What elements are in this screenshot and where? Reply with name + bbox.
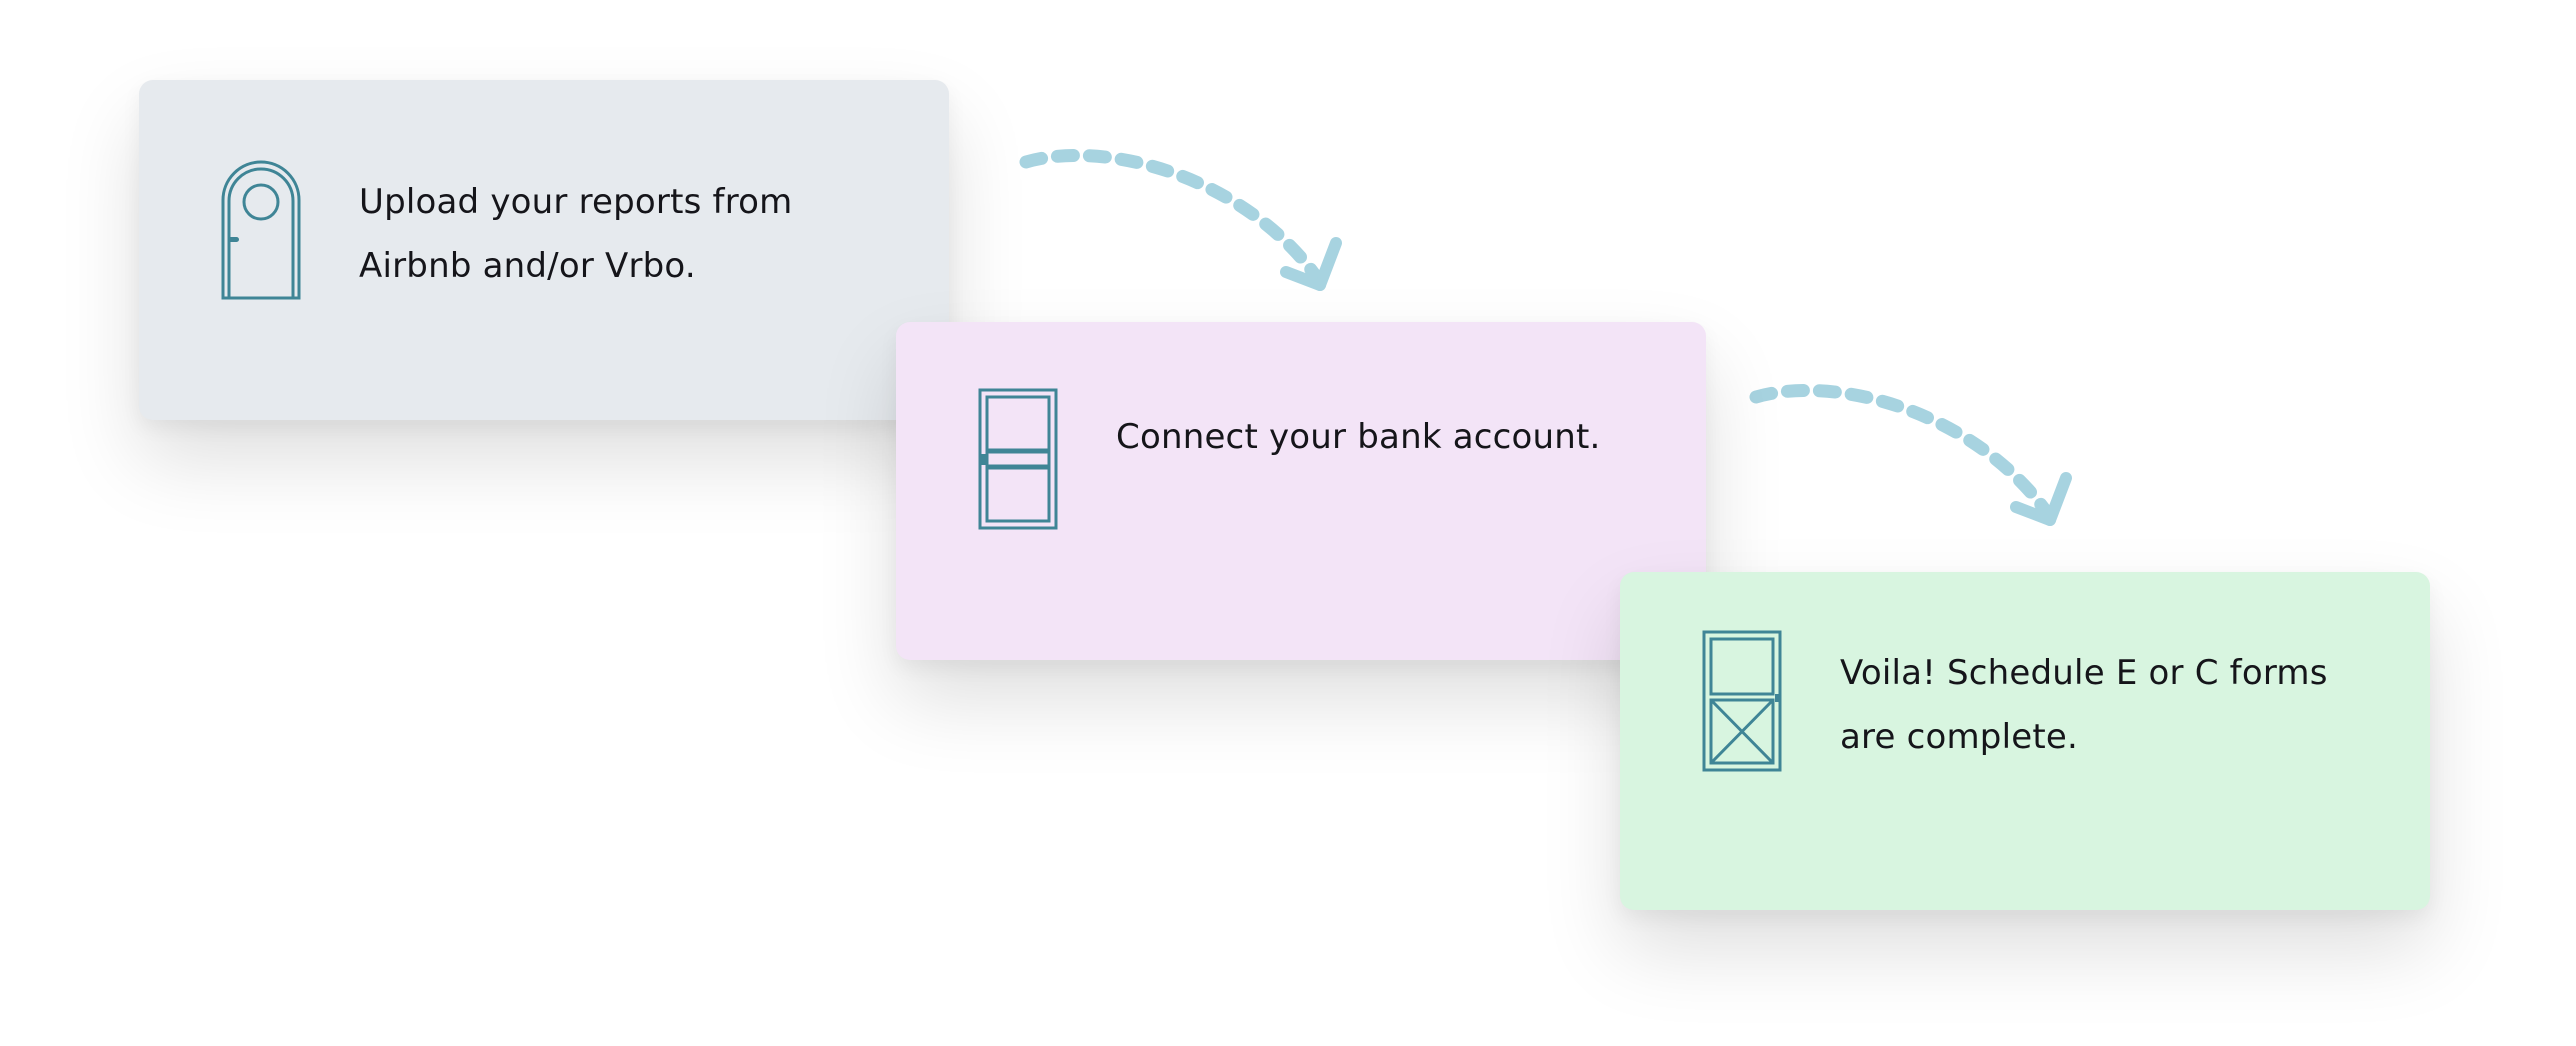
step-card-connect-bank: Connect your bank account. — [896, 322, 1706, 660]
step-text-upload: Upload your reports from Airbnb and/or V… — [359, 182, 793, 286]
cross-brace-door-icon — [1702, 630, 1782, 772]
step-text-complete: Voila! Schedule E or C forms are complet… — [1840, 653, 2328, 757]
step-text-connect-bank: Connect your bank account. — [1116, 417, 1601, 457]
dashed-arrow-icon — [1749, 384, 2072, 526]
panel-door-icon — [978, 388, 1058, 530]
arched-door-icon — [221, 160, 301, 300]
dashed-arrow-icon — [1019, 149, 1342, 291]
step-card-upload: Upload your reports from Airbnb and/or V… — [139, 80, 949, 420]
step-card-complete: Voila! Schedule E or C forms are complet… — [1620, 572, 2430, 910]
